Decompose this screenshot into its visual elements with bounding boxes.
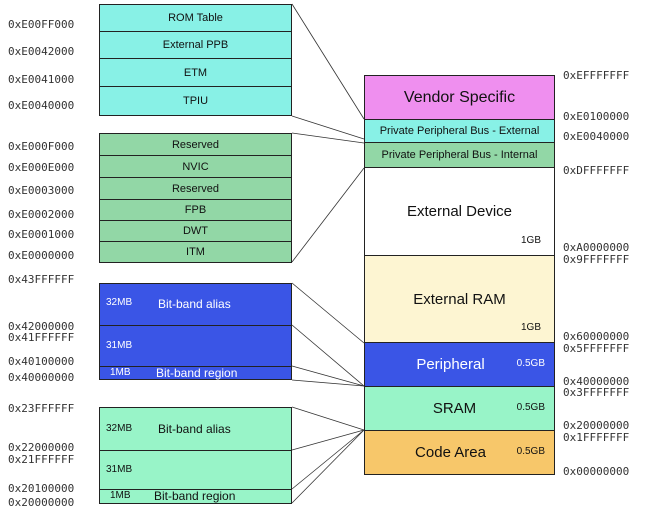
address-label: 0xE000F000 xyxy=(8,140,75,153)
connector-line xyxy=(291,3,365,120)
address-label: 0x20000000 xyxy=(563,419,630,432)
region-label: External RAM xyxy=(413,290,506,308)
address-label: 0xA0000000 xyxy=(563,241,630,254)
address-label: 0x40100000 xyxy=(8,355,75,368)
bit-band-alias-block: 32MB Bit-band alias xyxy=(99,283,292,326)
address-label: 0xE0002000 xyxy=(8,208,75,221)
bit-band-gap-block: 31MB xyxy=(99,450,292,490)
connector-line xyxy=(291,429,365,451)
address-label: 0x40000000 xyxy=(8,371,75,384)
region-label: Peripheral xyxy=(416,356,485,373)
address-label: 0x20100000 xyxy=(8,482,75,495)
etm-block: ETM xyxy=(99,58,292,87)
block-size-label: 32MB xyxy=(106,423,133,434)
rom-table-block: ROM Table xyxy=(99,4,292,32)
connector-line xyxy=(291,324,365,387)
external-ppb-block: External PPB xyxy=(99,31,292,59)
connector-line xyxy=(291,379,365,387)
connector-line xyxy=(291,132,365,144)
address-label: 0x5FFFFFFF xyxy=(563,342,630,355)
reserved-block: Reserved xyxy=(99,133,292,156)
connector-line xyxy=(291,115,365,140)
address-label: 0xE0040000 xyxy=(8,99,75,112)
block-size-label: 1MB xyxy=(110,490,131,501)
address-label: 0xE0000000 xyxy=(8,249,75,262)
address-label: 0xE0003000 xyxy=(8,184,75,197)
connector-line xyxy=(291,429,365,504)
connector-line xyxy=(291,365,365,387)
region-label: SRAM xyxy=(432,400,477,417)
address-label: 0x22000000 xyxy=(8,441,75,454)
address-label: 0xE0100000 xyxy=(563,110,630,123)
bit-band-alias-block: 32MB Bit-band alias xyxy=(99,407,292,451)
region-size-label: 0.5GB xyxy=(516,358,545,369)
address-label: 0x3FFFFFFF xyxy=(563,386,630,399)
address-label: 0x1FFFFFFF xyxy=(563,431,630,444)
region-size-label: 0.5GB xyxy=(516,402,545,413)
region-size-label: 1GB xyxy=(520,235,541,246)
connector-line xyxy=(291,406,365,431)
block-size-label: 31MB xyxy=(106,464,133,475)
ppb-internal-region: Private Peripheral Bus - Internal xyxy=(364,142,555,168)
reserved-block: Reserved xyxy=(99,177,292,200)
address-label: 0xE0001000 xyxy=(8,228,75,241)
block-size-label: 32MB xyxy=(106,297,133,308)
address-label: 0xE000E000 xyxy=(8,161,75,174)
external-device-region: External Device 1GB xyxy=(364,167,555,256)
address-label: 0x23FFFFFF xyxy=(8,402,75,415)
bit-band-gap-block: 31MB xyxy=(99,325,292,367)
peripheral-region: Peripheral 0.5GB xyxy=(364,342,555,387)
dwt-block: DWT xyxy=(99,220,292,242)
vendor-specific-region: Vendor Specific xyxy=(364,75,555,120)
address-label: 0xDFFFFFFF xyxy=(563,164,630,177)
block-label: Bit-band region xyxy=(156,366,238,380)
region-label: Code Area xyxy=(415,444,486,461)
address-label: 0x40000000 xyxy=(563,375,630,388)
region-size-label: 1GB xyxy=(520,322,541,333)
block-size-label: 31MB xyxy=(106,340,133,351)
address-label: 0x00000000 xyxy=(563,465,630,478)
region-label: External Device xyxy=(406,203,513,220)
bit-band-region-block: 1MB Bit-band region xyxy=(99,489,292,504)
address-label: 0x41FFFFFF xyxy=(8,331,75,344)
address-label: 0xE0040000 xyxy=(563,130,630,143)
block-label: Bit-band alias xyxy=(158,422,231,436)
block-label: Bit-band alias xyxy=(158,297,231,311)
block-label: Bit-band region xyxy=(154,489,236,503)
connector-line xyxy=(291,282,365,344)
address-label: 0x9FFFFFFF xyxy=(563,253,630,266)
address-label: 0xEFFFFFFF xyxy=(563,69,630,82)
nvic-block: NVIC xyxy=(99,155,292,178)
block-size-label: 1MB xyxy=(110,367,131,378)
address-label: 0x21FFFFFF xyxy=(8,453,75,466)
itm-block: ITM xyxy=(99,241,292,263)
region-size-label: 0.5GB xyxy=(516,446,545,457)
address-label: 0x60000000 xyxy=(563,330,630,343)
fpb-block: FPB xyxy=(99,199,292,221)
code-area-region: Code Area 0.5GB xyxy=(364,430,555,475)
sram-region: SRAM 0.5GB xyxy=(364,386,555,431)
ppb-external-region: Private Peripheral Bus - External xyxy=(364,119,555,143)
address-label: 0x42000000 xyxy=(8,320,75,333)
address-label: 0xE0041000 xyxy=(8,73,75,86)
connector-line xyxy=(291,429,365,490)
address-label: 0x20000000 xyxy=(8,496,75,509)
address-label: 0xE00FF000 xyxy=(8,18,75,31)
address-label: 0xE0042000 xyxy=(8,45,75,58)
connector-line xyxy=(291,167,365,263)
bit-band-region-block: 1MB Bit-band region xyxy=(99,366,292,380)
tpiu-block: TPIU xyxy=(99,86,292,116)
external-ram-region: External RAM 1GB xyxy=(364,255,555,343)
address-label: 0x43FFFFFF xyxy=(8,273,75,286)
